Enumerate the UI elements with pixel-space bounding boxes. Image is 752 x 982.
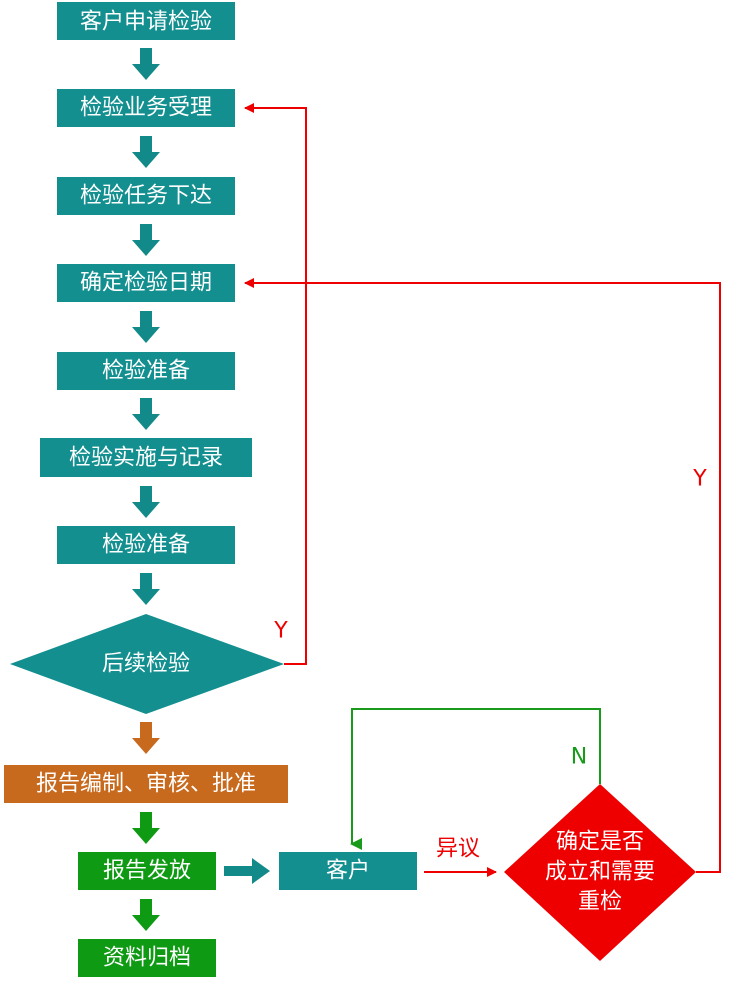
recheck-decision-diamond xyxy=(504,784,696,961)
down-arrow-2 xyxy=(132,136,160,168)
down-arrow-10 xyxy=(132,899,160,931)
step-prepare1-box xyxy=(57,352,235,390)
followup-yes-loop-line xyxy=(244,103,307,665)
down-arrow-8 xyxy=(132,722,160,754)
step-apply-box xyxy=(57,2,235,40)
step-archive-label: 资料归档 xyxy=(103,946,191,971)
followup-decision-label: 后续检验 xyxy=(102,652,190,677)
recheck-decision-line2: 成立和需要 xyxy=(545,860,655,885)
step-apply-label: 客户申请检验 xyxy=(80,10,212,35)
step-accept-label: 检验业务受理 xyxy=(80,96,212,121)
step-archive-box xyxy=(78,939,216,977)
step-issue-label: 报告发放 xyxy=(103,859,191,884)
step-accept-box xyxy=(57,89,235,127)
step-date-box xyxy=(57,264,235,302)
recheck-no-loop-line xyxy=(350,708,601,850)
recheck-yes-loop-line xyxy=(244,278,721,873)
step-implement-box xyxy=(40,438,252,477)
followup-decision-diamond xyxy=(10,614,284,714)
down-arrow-9 xyxy=(132,812,160,844)
down-arrow-6 xyxy=(132,486,160,518)
down-arrow-5 xyxy=(132,398,160,430)
step-assign-box xyxy=(57,177,235,215)
step-prepare2-box xyxy=(57,526,235,564)
recheck-decision-line3: 重检 xyxy=(578,890,622,915)
step-report-label: 报告编制、审核、批准 xyxy=(36,772,256,797)
flow-down-arrows xyxy=(132,48,160,931)
step-implement-label: 检验实施与记录 xyxy=(69,446,223,471)
step-assign-label: 检验任务下达 xyxy=(80,184,212,209)
step-date-label: 确定检验日期 xyxy=(80,271,212,296)
customer-box xyxy=(279,852,417,890)
step-issue-box xyxy=(78,852,216,890)
down-arrow-1 xyxy=(132,48,160,80)
followup-yes-label: Y xyxy=(273,619,288,644)
customer-label: 客户 xyxy=(326,859,370,884)
recheck-no-label: N xyxy=(571,745,587,770)
objection-label: 异议 xyxy=(436,837,480,862)
step-prepare1-label: 检验准备 xyxy=(102,359,190,384)
recheck-yes-label: Y xyxy=(692,467,707,492)
down-arrow-4 xyxy=(132,311,160,343)
issue-to-customer-arrow xyxy=(224,858,270,884)
down-arrow-7 xyxy=(132,573,160,605)
step-prepare2-label: 检验准备 xyxy=(102,533,190,558)
recheck-decision-line1: 确定是否 xyxy=(556,830,644,855)
step-report-box xyxy=(4,765,288,803)
down-arrow-3 xyxy=(132,224,160,256)
